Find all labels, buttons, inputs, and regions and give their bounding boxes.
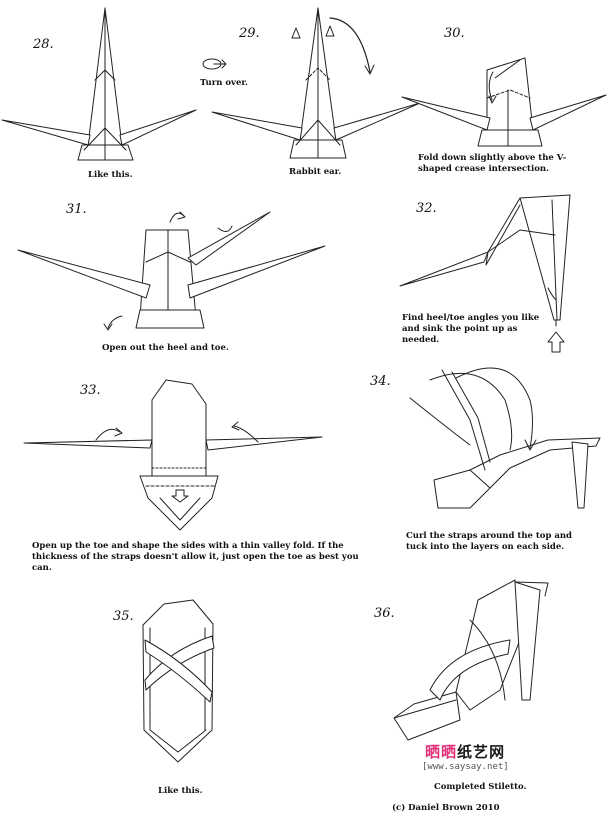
step-number: 30. [444, 26, 465, 41]
step-number: 35. [113, 609, 134, 624]
step-30-figure [401, 57, 607, 147]
step-number: 32. [416, 201, 437, 216]
step-31-caption: Open out the heel and toe. [102, 343, 229, 353]
step-33-caption: Open up the toe and shape the sides with… [32, 541, 359, 573]
step-number: 36. [374, 606, 395, 621]
step-32-caption: Find heel/toe angles you like and sink t… [402, 313, 540, 345]
copyright-credit: (c) Daniel Brown 2010 [392, 803, 500, 813]
step-35-figure [142, 599, 215, 763]
step-number: 28. [33, 37, 54, 52]
step-33-figure [23, 379, 323, 531]
site-watermark-url[interactable]: [www.saysay.net] [422, 762, 509, 772]
step-number: 34. [370, 374, 391, 389]
step-31-figure [17, 211, 326, 331]
step-36-figure [393, 579, 549, 741]
step-number: 31. [66, 202, 87, 217]
step-number: 29. [239, 26, 260, 41]
step-28-caption: Like this. [88, 170, 133, 180]
step-30-caption: Fold down slightly above the V-shaped cr… [418, 153, 567, 174]
watermark-char: 晒 [441, 743, 458, 761]
step-29-note: Turn over. [200, 78, 249, 88]
watermark-char: 晒 [425, 743, 442, 761]
step-29-figure [202, 7, 421, 159]
step-34-figure [409, 367, 601, 509]
step-35-caption: Like this. [158, 786, 203, 796]
watermark-char: 纸 [457, 743, 474, 761]
step-32-figure [399, 194, 571, 353]
watermark-char: 艺 [473, 743, 490, 761]
step-29-caption: Rabbit ear. [289, 167, 342, 177]
step-number: 33. [80, 383, 101, 398]
step-36-caption: Completed Stiletto. [434, 782, 527, 792]
step-34-caption: Curl the straps around the top and tuck … [406, 531, 572, 552]
step-28-figure [1, 7, 197, 161]
site-watermark-logo: 晒晒纸艺网 [425, 741, 505, 762]
watermark-char: 网 [489, 743, 506, 761]
